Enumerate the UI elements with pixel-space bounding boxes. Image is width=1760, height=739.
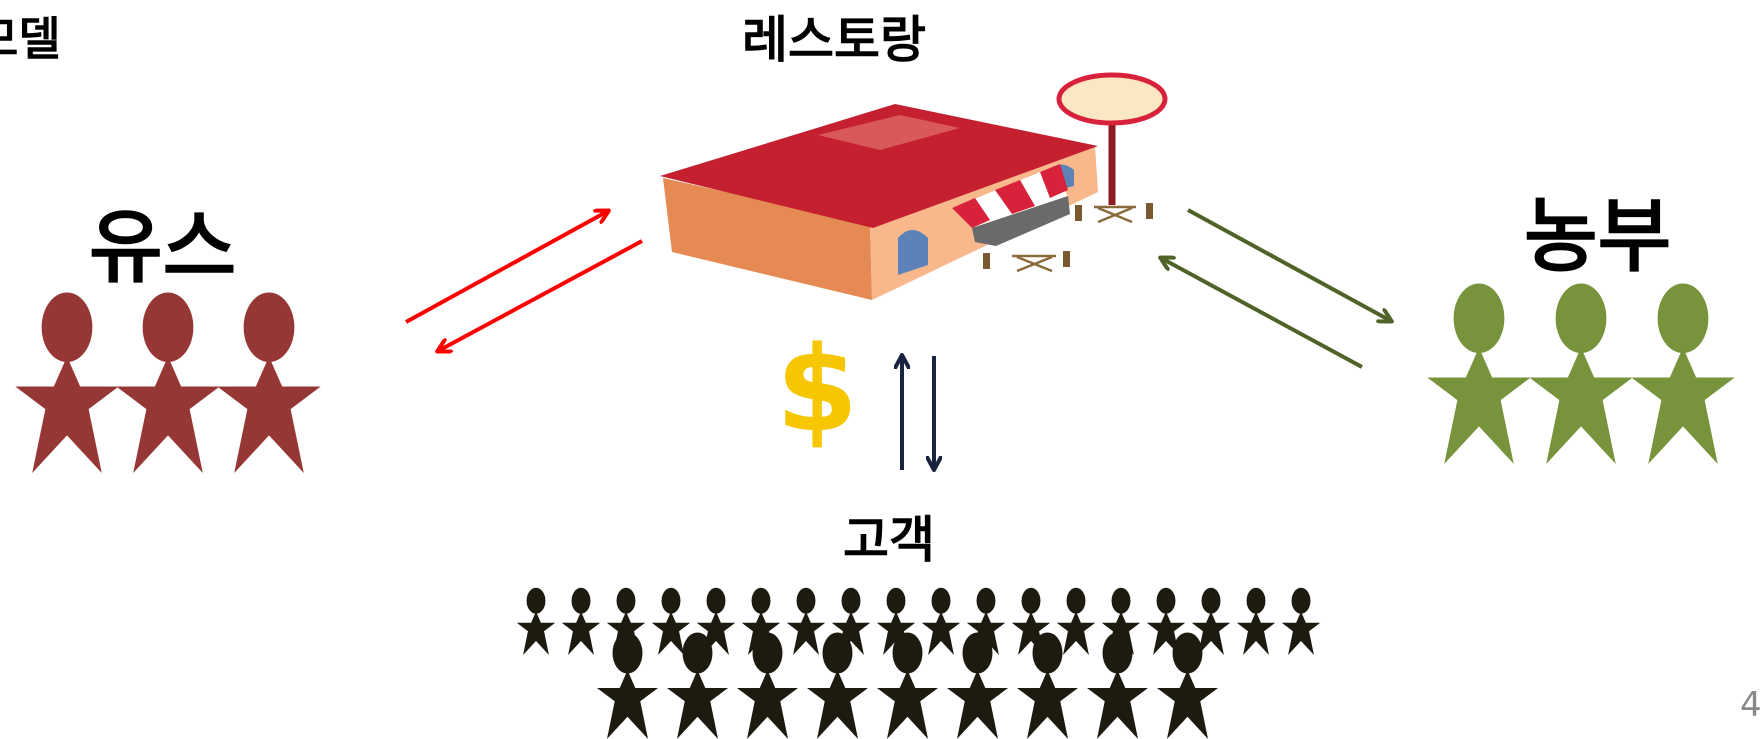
youth-person-icon — [116, 292, 220, 473]
restaurant-to-youth-arrow — [438, 239, 643, 351]
customer-person-icon — [1086, 632, 1149, 739]
customer-person-icon — [946, 632, 1009, 739]
farmer-label: 농부 — [1524, 190, 1672, 283]
customer-person-icon — [1281, 587, 1321, 655]
customer-person-icon — [1056, 587, 1096, 655]
money-icon: $ — [776, 320, 859, 458]
youth-person-icon — [217, 292, 321, 473]
youth-label: 유스 — [89, 201, 237, 294]
farmer-group — [1427, 283, 1735, 464]
page-number: 4 — [1740, 685, 1760, 725]
farmer-person-icon — [1529, 283, 1633, 464]
customer-person-icon — [666, 632, 729, 739]
customer-label: 고객 — [843, 511, 935, 569]
restaurant-label: 레스토랑 — [742, 11, 926, 69]
farmer-to-restaurant-arrow — [1161, 258, 1363, 369]
customer-person-icon — [921, 587, 961, 655]
customer-person-icon — [786, 587, 826, 655]
restaurant-to-farmer-arrow — [1187, 208, 1391, 321]
customer-person-icon — [516, 587, 556, 655]
slide-title: 모델 — [0, 12, 61, 66]
youth-to-restaurant-arrow — [405, 211, 608, 324]
customer-group — [516, 587, 1321, 739]
restaurant-building-icon — [660, 72, 1168, 300]
youth-group — [15, 292, 321, 473]
farmer-person-icon — [1427, 283, 1531, 464]
customer-person-icon — [1236, 587, 1276, 655]
customer-person-icon — [561, 587, 601, 655]
farmer-person-icon — [1631, 283, 1735, 464]
customer-person-icon — [1156, 632, 1219, 739]
youth-person-icon — [15, 292, 119, 473]
customer-person-icon — [596, 632, 659, 739]
customer-person-icon — [736, 632, 799, 739]
